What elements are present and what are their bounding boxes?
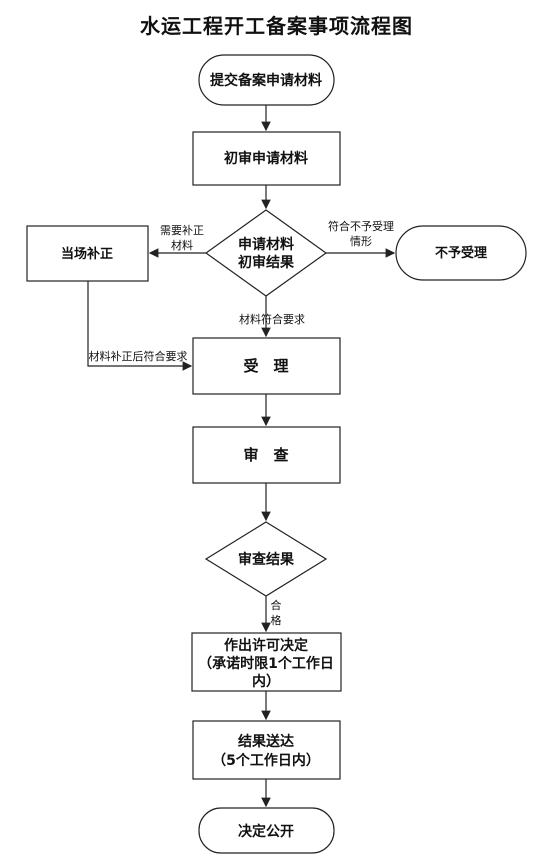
decision-initial-label-line2: 初审结果 <box>238 254 295 271</box>
node-review-label: 审 查 <box>243 446 289 464</box>
node-on-site-correction-label: 当场补正 <box>61 246 113 262</box>
node-permit-decision-shape <box>191 632 342 692</box>
node-initial-review-label: 初审申请材料 <box>224 150 308 167</box>
node-permit-decision-line1: 作出许可决定 <box>224 637 308 654</box>
edge-label-need-correction-line1: 需要补正 <box>160 224 204 237</box>
edge-label-meets-requirements: 材料符合要求 <box>239 312 305 326</box>
edge-label-after-correction: 材料补正后符合要求 <box>89 349 188 363</box>
edge-label-qualified-line1: 合 <box>271 598 282 612</box>
node-start-label: 提交备案申请材料 <box>210 72 322 89</box>
node-delivery-shape <box>192 720 341 780</box>
node-reject-label: 不予受理 <box>435 245 487 261</box>
node-accept-label: 受 理 <box>243 357 288 375</box>
node-delivery-line1: 结果送达 <box>238 733 294 750</box>
decision-review-label: 审查结果 <box>238 551 295 568</box>
edge-label-not-accept-line1: 符合不予受理 <box>328 219 394 233</box>
edge-label-qualified-line2: 格 <box>271 613 282 627</box>
node-reject-shape <box>395 225 527 281</box>
edge-label-need-correction-line2: 材料 <box>171 238 193 252</box>
node-publish-label: 决定公开 <box>238 823 294 840</box>
edge-label-not-accept-line2: 情形 <box>350 235 372 248</box>
node-on-site-correction-shape <box>26 225 149 282</box>
decision-initial-label-line1: 申请材料 <box>238 236 294 253</box>
edge-correction-to-accept <box>87 281 193 371</box>
node-publish-shape <box>198 807 335 854</box>
decision-initial-shape <box>204 209 328 297</box>
node-permit-decision-line3: 内） <box>252 673 280 690</box>
page-title: 水运工程开工备案事项流程图 <box>140 14 413 38</box>
node-delivery-line2: （5个工作日内） <box>212 752 320 769</box>
node-permit-decision-line2: （承诺时限1个工作日 <box>198 655 334 672</box>
